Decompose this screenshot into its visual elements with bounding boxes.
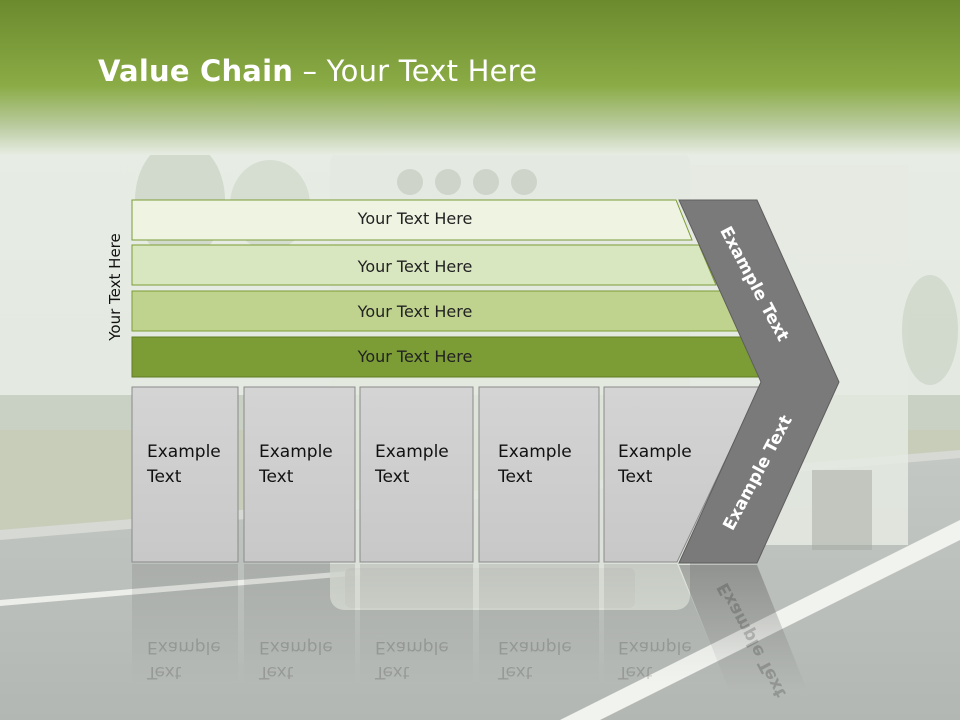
chevron-arrow: [678, 199, 840, 564]
box-4-line2: Text: [498, 467, 533, 487]
box-3-reflection-line1: Example: [375, 637, 449, 657]
box-2-line2: Text: [259, 467, 294, 487]
box-2-reflection: Text Example: [259, 634, 333, 684]
box-5-reflection: Text Example: [618, 634, 692, 684]
box-5-reflection-line2: Text: [618, 662, 653, 682]
box-2-line1: Example: [259, 442, 333, 462]
bar-4-label: Your Text Here: [357, 347, 473, 366]
box-1-line1: Example: [147, 442, 221, 462]
box-2-reflection-line1: Example: [259, 637, 333, 657]
box-2-reflection-line2: Text: [259, 662, 294, 682]
title-rest: – Your Text Here: [293, 54, 538, 88]
box-1-shape: [131, 386, 239, 563]
vertical-label: Your Text Here: [106, 233, 124, 341]
bar-2-label: Your Text Here: [357, 257, 473, 276]
bar-2-shape: [131, 244, 717, 286]
title-bold: Value Chain: [98, 54, 294, 88]
box-4-reflection: Text Example: [498, 634, 572, 684]
box-2-shape: [243, 386, 356, 563]
box-4-shape: [478, 386, 600, 563]
box-1-reflection-line2: Text: [147, 662, 182, 682]
box-5-line1: Example: [618, 442, 692, 462]
box-3-shape: [359, 386, 474, 563]
box-5-reflection-line1: Example: [618, 637, 692, 657]
bar-1-label: Your Text Here: [357, 209, 473, 228]
box-1-reflection-line1: Example: [147, 637, 221, 657]
bar-1-shape: [131, 199, 693, 241]
box-1-reflection: Text Example: [147, 634, 221, 684]
box-1-line2: Text: [147, 467, 182, 487]
box-4-reflection-line1: Example: [498, 637, 572, 657]
box-4-reflection-line2: Text: [498, 662, 533, 682]
box-5-shape: [603, 386, 761, 563]
slide-title: Value Chain – Your Text Here: [98, 54, 537, 88]
box-3-line2: Text: [375, 467, 410, 487]
box-3-reflection-line2: Text: [375, 662, 410, 682]
box-4-line1: Example: [498, 442, 572, 462]
bar-3-label: Your Text Here: [357, 302, 473, 321]
box-3-line1: Example: [375, 442, 449, 462]
box-3-reflection: Text Example: [375, 634, 449, 684]
box-5-line2: Text: [618, 467, 653, 487]
